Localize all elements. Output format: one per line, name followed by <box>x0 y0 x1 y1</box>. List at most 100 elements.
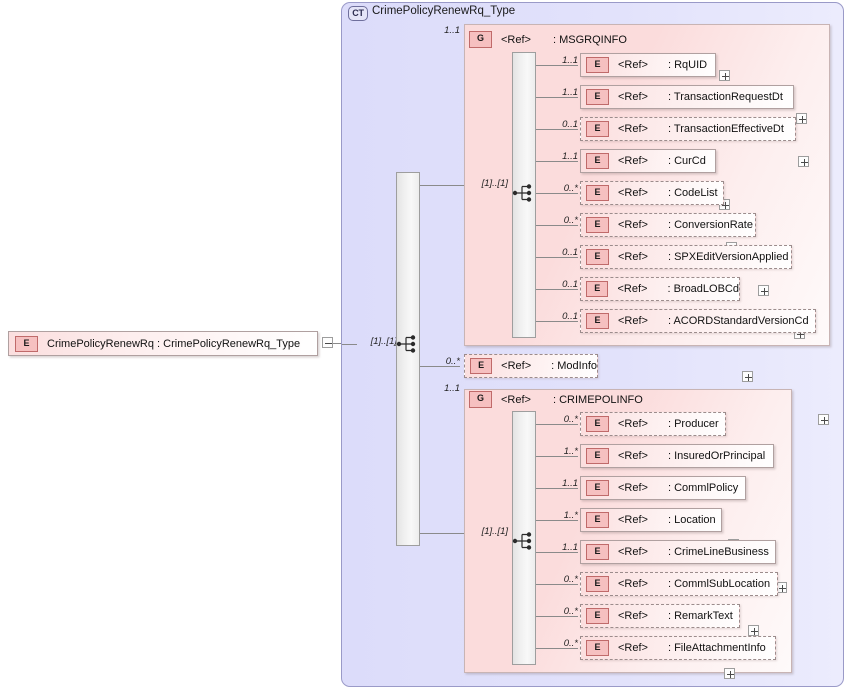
expand-icon-transactioneffectivedt[interactable] <box>798 156 809 167</box>
expand-icon-location[interactable] <box>724 668 735 679</box>
group-msgrqinfo-header[interactable]: G <Ref> : MSGRQINFO <box>469 31 627 48</box>
element-name-broadlobcd: : BroadLOBCd <box>667 283 739 295</box>
element-node-spxeditversionapplied[interactable]: E <Ref> : SPXEditVersionApplied <box>580 245 792 269</box>
group-crimepolinfo-name: : CRIMEPOLINFO <box>552 393 643 406</box>
element-name-spxeditversionapplied: : SPXEditVersionApplied <box>667 251 789 263</box>
expand-icon-conversionrate[interactable] <box>758 285 769 296</box>
connector-root-to-type <box>333 343 342 344</box>
child-cardinality: 1..* <box>563 510 578 521</box>
element-node-rquid[interactable]: E <Ref> : RqUID <box>580 53 716 77</box>
connector-child <box>536 321 578 322</box>
element-node-conversionrate[interactable]: E <Ref> : ConversionRate <box>580 213 756 237</box>
child-cardinality: 1..1 <box>562 55 578 66</box>
child-cardinality: 1..1 <box>562 478 578 489</box>
element-name-commlpolicy: : CommlPolicy <box>667 482 739 494</box>
element-ref-label: <Ref> <box>618 450 648 462</box>
element-ref-label: <Ref> <box>618 59 648 71</box>
root-collapse-icon[interactable] <box>322 337 333 348</box>
element-node-producer[interactable]: E <Ref> : Producer <box>580 412 726 436</box>
element-node-commlpolicy[interactable]: E <Ref> : CommlPolicy <box>580 476 746 500</box>
crimepolinfo-sequence-bar[interactable] <box>512 411 536 665</box>
child-cardinality: 0..1 <box>562 247 578 258</box>
element-ref-label: <Ref> <box>618 251 648 263</box>
connector-child <box>536 648 578 649</box>
msgrqinfo-sequence-cardinality: [1]..[1] <box>481 178 508 189</box>
element-name-modinfo: : ModInfo <box>551 360 597 372</box>
element-badge-icon: E <box>586 217 609 233</box>
expand-icon-transactionrequestdt[interactable] <box>796 113 807 124</box>
element-name-conversionrate: : ConversionRate <box>667 219 753 231</box>
sequence-compositor-icon <box>512 184 532 202</box>
child-cardinality: 1..* <box>563 446 578 457</box>
element-badge-icon: E <box>586 576 609 592</box>
element-name-location: : Location <box>667 514 716 526</box>
child-cardinality: 0..* <box>563 638 578 649</box>
complextype-badge-icon: CT <box>348 6 368 21</box>
child-cardinality: 0..1 <box>562 311 578 322</box>
child-cardinality: 0..1 <box>562 119 578 130</box>
element-badge-icon: E <box>586 249 609 265</box>
element-ref-label: <Ref> <box>617 283 648 295</box>
connector-child <box>536 488 578 489</box>
expand-icon-broadlobcd[interactable] <box>742 371 753 382</box>
expand-icon-rquid[interactable] <box>719 70 730 81</box>
sequence-compositor-icon <box>396 335 416 353</box>
connector-child <box>536 129 578 130</box>
connector-child <box>536 456 578 457</box>
element-ref-label: <Ref> <box>618 123 648 135</box>
child-cardinality: 0..* <box>563 574 578 585</box>
element-name-transactionrequestdt: : TransactionRequestDt <box>667 91 783 103</box>
element-ref-label: <Ref> <box>618 219 648 231</box>
element-badge-icon: E <box>586 640 609 656</box>
connector-child <box>536 289 578 290</box>
element-ref-label: <Ref> <box>618 315 648 327</box>
element-badge-icon: E <box>586 480 609 496</box>
element-node-acordstandardversioncd[interactable]: E <Ref> : ACORDStandardVersionCd <box>580 309 816 333</box>
connector-child <box>536 616 578 617</box>
element-name-crimelinebusiness: : CrimeLineBusiness <box>667 546 769 558</box>
child-cardinality: 0..* <box>563 414 578 425</box>
element-name-codelist: : CodeList <box>667 187 718 199</box>
element-node-codelist[interactable]: E <Ref> : CodeList <box>580 181 724 205</box>
element-badge-icon: E <box>586 448 609 464</box>
main-sequence-bar[interactable] <box>396 172 420 546</box>
element-name-fileattachmentinfo: : FileAttachmentInfo <box>667 642 766 654</box>
element-ref-label: <Ref> <box>501 360 532 372</box>
connector-into-main-sequence <box>342 344 357 345</box>
expand-icon-acordstandardversioncd[interactable] <box>818 414 829 425</box>
element-node-curcd[interactable]: E <Ref> : CurCd <box>580 149 716 173</box>
connector-to-crimepolinfo <box>420 533 464 534</box>
element-node-transactionrequestdt[interactable]: E <Ref> : TransactionRequestDt <box>580 85 794 109</box>
element-node-transactioneffectivedt[interactable]: E <Ref> : TransactionEffectiveDt <box>580 117 796 141</box>
element-badge-icon: E <box>586 608 609 624</box>
element-node-remarktext[interactable]: E <Ref> : RemarkText <box>580 604 740 628</box>
msgrqinfo-sequence-bar[interactable] <box>512 52 536 338</box>
element-name-commlsublocation: : CommlSubLocation <box>667 578 771 590</box>
element-ref-label: <Ref> <box>618 418 648 430</box>
element-node-crimelinebusiness[interactable]: E <Ref> : CrimeLineBusiness <box>580 540 776 564</box>
element-ref-label: <Ref> <box>618 514 648 526</box>
group-ref-label: <Ref> <box>501 393 531 406</box>
element-badge-icon: E <box>586 512 609 528</box>
element-ref-label: <Ref> <box>618 642 648 654</box>
expand-icon-commlpolicy[interactable] <box>748 625 759 636</box>
element-node-fileattachmentinfo[interactable]: E <Ref> : FileAttachmentInfo <box>580 636 776 660</box>
connector-child <box>536 161 578 162</box>
connector-child <box>536 193 578 194</box>
complextype-title: CrimePolicyRenewRq_Type <box>372 5 516 17</box>
sequence-compositor-icon <box>512 532 532 550</box>
connector-child <box>536 225 578 226</box>
main-sequence-cardinality: [1]..[1] <box>370 336 397 347</box>
element-node-broadlobcd[interactable]: E <Ref> : BroadLOBCd <box>580 277 740 301</box>
connector-child <box>536 552 578 553</box>
element-node-modinfo[interactable]: E <Ref> : ModInfo <box>464 354 598 378</box>
root-element-node[interactable]: E CrimePolicyRenewRq : CrimePolicyRenewR… <box>8 331 318 356</box>
connector-child <box>536 65 578 66</box>
element-badge-icon: E <box>586 89 609 105</box>
element-ref-label: <Ref> <box>618 610 648 622</box>
element-badge-icon: E <box>470 358 493 374</box>
element-node-commlsublocation[interactable]: E <Ref> : CommlSubLocation <box>580 572 778 596</box>
element-node-insuredorprincipal[interactable]: E <Ref> : InsuredOrPrincipal <box>580 444 774 468</box>
group-crimepolinfo-header[interactable]: G <Ref> : CRIMEPOLINFO <box>469 391 643 408</box>
element-node-location[interactable]: E <Ref> : Location <box>580 508 722 532</box>
